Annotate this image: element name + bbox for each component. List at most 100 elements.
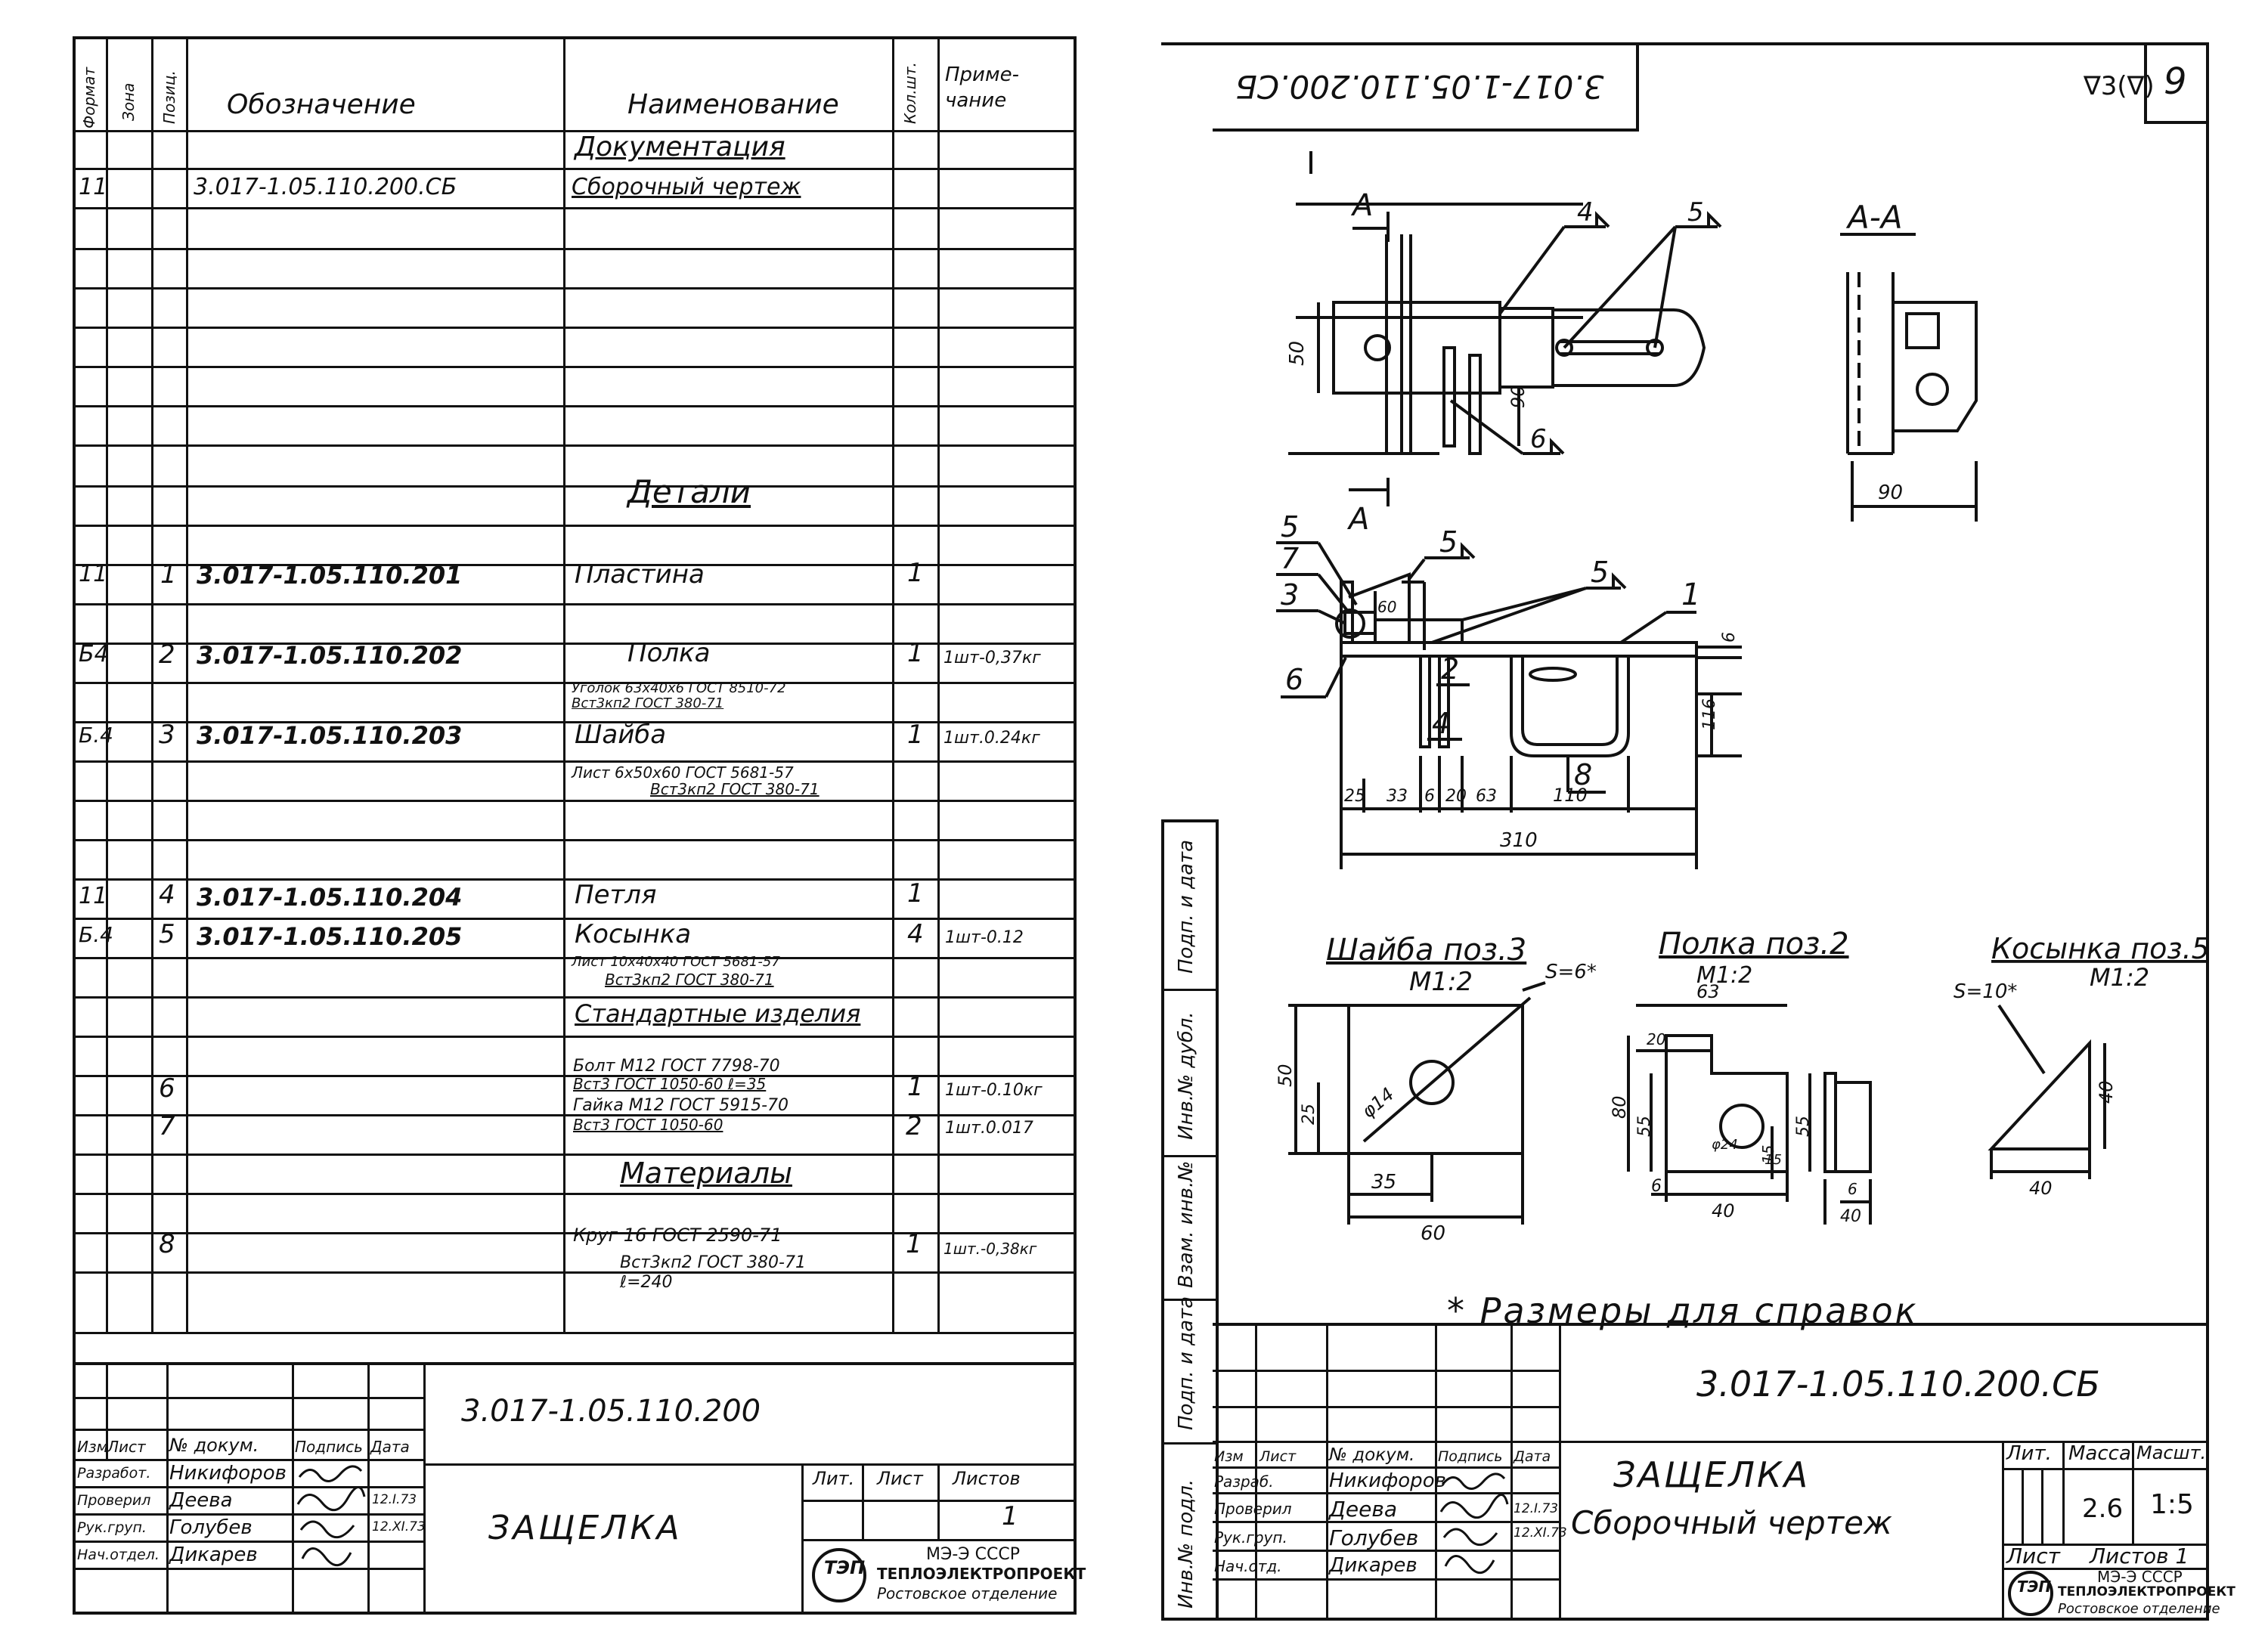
- svg-text:15: 15: [1765, 1152, 1782, 1168]
- section-materials: Материалы: [620, 1157, 792, 1190]
- row-designation: 3.017-1.05.110.203: [197, 721, 463, 750]
- svg-text:35: 35: [1371, 1171, 1396, 1194]
- drawing-stamp-masht: Масшт.: [2136, 1442, 2207, 1463]
- svg-text:6: 6: [1848, 1180, 1857, 1198]
- svg-text:5: 5: [1281, 510, 1299, 543]
- svg-text:63: 63: [1696, 981, 1720, 1002]
- signature-marks: [296, 1465, 366, 1566]
- row-format: 11: [79, 561, 108, 587]
- svg-text:Полка поз.2: Полка поз.2: [1659, 927, 1849, 961]
- stamp-listov-label: Листов: [953, 1468, 1021, 1489]
- row-qty: 1: [906, 1229, 922, 1259]
- stamp-col-sign: Подпись: [295, 1438, 363, 1456]
- header-name: Наименование: [627, 89, 839, 120]
- org-line3: Ростовское отделение: [2058, 1601, 2220, 1617]
- stamp-date: 12.XI.73: [1514, 1525, 1567, 1541]
- row-qty: 1: [907, 878, 924, 909]
- row-qty: 2: [906, 1111, 922, 1141]
- stamp-role: Нач.отдел.: [77, 1547, 160, 1563]
- row-qty: 4: [907, 919, 924, 949]
- svg-text:110: 110: [1553, 785, 1588, 806]
- svg-text:Косынка поз.5: Косынка поз.5: [1991, 932, 2206, 965]
- svg-text:55: 55: [1635, 1116, 1654, 1137]
- side-strip: Подп. и дата Инв.№ дубл. Взам. инв.№ Под…: [1161, 819, 1219, 1621]
- drawing-stamp-listov: Листов 1: [2090, 1544, 2189, 1568]
- sheet-number-box: 9: [2144, 45, 2209, 124]
- svg-text:40: 40: [1840, 1207, 1861, 1226]
- stamp-name: Голубев: [1329, 1525, 1419, 1550]
- row-name: Круг 16 ГОСТ 2590-71: [573, 1225, 782, 1246]
- section-standard: Стандартные изделия: [575, 999, 861, 1028]
- top-code-box: 3.017-1.05.110.200.СБ: [1213, 45, 1639, 132]
- svg-text:6: 6: [1424, 787, 1435, 806]
- row-qty: 1: [907, 720, 924, 750]
- org-line1: МЭ-Э СССР: [2097, 1568, 2183, 1586]
- section-details: Детали: [627, 473, 751, 510]
- stamp-col-doc: № докум.: [169, 1435, 259, 1456]
- row-pos: 4: [159, 880, 175, 910]
- row-pos: 1: [160, 559, 177, 590]
- row-subtext: Уголок 63х40х6 ГОСТ 8510-72: [572, 680, 786, 696]
- row-designation: 3.017-1.05.110.200.СБ: [194, 174, 457, 200]
- row-pos: 6: [159, 1073, 175, 1104]
- drawing-stamp-title: ЗАЩЕЛКА: [1613, 1454, 1811, 1495]
- svg-text:90: 90: [1878, 482, 1903, 504]
- stamp-name: Никифоров: [169, 1462, 287, 1485]
- stamp-listov-value: 1: [1002, 1501, 1018, 1531]
- header-qty: Кол.шт.: [901, 62, 919, 124]
- stamp-role: Проверил: [1214, 1500, 1292, 1518]
- svg-text:50: 50: [1286, 341, 1309, 366]
- roughness-mark: ∇3(∇): [2084, 71, 2155, 101]
- side-label: Подп. и дата: [1175, 839, 1198, 974]
- svg-text:А: А: [1350, 188, 1373, 223]
- stamp-col-list: Лист: [107, 1438, 146, 1456]
- svg-text:М1:2: М1:2: [1409, 967, 1473, 997]
- row-note: 1шт.0.24кг: [943, 729, 1040, 748]
- svg-text:4: 4: [1432, 707, 1450, 740]
- svg-text:М1:2: М1:2: [1696, 962, 1752, 989]
- svg-text:S=10*: S=10*: [1954, 980, 2017, 1003]
- row-note: 1шт.-0,38кг: [943, 1240, 1037, 1258]
- row-subtext: Лист 10х40х40 ГОСТ 5681-57: [572, 954, 780, 970]
- svg-text:40: 40: [2096, 1080, 2117, 1104]
- svg-text:90: 90: [1507, 385, 1529, 408]
- side-label: Подп. и дата: [1175, 1296, 1198, 1430]
- row-name: Шайба: [575, 720, 667, 750]
- svg-text:20: 20: [1647, 1030, 1665, 1048]
- svg-text:116: 116: [1700, 698, 1719, 730]
- row-name: Пластина: [575, 559, 705, 590]
- stamp-role: Рук.груп.: [77, 1519, 147, 1536]
- svg-text:8: 8: [1574, 758, 1592, 791]
- row-format: Б.4: [79, 922, 113, 947]
- row-name: Полка: [627, 638, 711, 668]
- header-format: Формат: [80, 67, 98, 129]
- svg-text:15: 15: [1759, 1145, 1777, 1164]
- header-note: Приме- чание: [945, 63, 1019, 112]
- row-designation: 3.017-1.05.110.205: [197, 922, 463, 951]
- row-format: 11: [79, 883, 108, 909]
- side-label: Инв.№ дубл.: [1175, 1011, 1198, 1140]
- row-qty: 1: [907, 1072, 924, 1102]
- drawing-title-block: 3.017-1.05.110.200.СБ ЗАЩЕЛКА Сборочный …: [1213, 1323, 2235, 1621]
- svg-text:60: 60: [1421, 1222, 1445, 1245]
- side-label: Инв.№ подл.: [1175, 1479, 1198, 1609]
- svg-text:ТЭП: ТЭП: [824, 1557, 865, 1578]
- stamp-date: 12.I.73: [1514, 1501, 1559, 1516]
- org-logo: ТЭП: [812, 1548, 866, 1602]
- svg-text:6: 6: [1285, 663, 1303, 696]
- svg-text:5: 5: [1439, 525, 1458, 559]
- row-subtext: Вст3 ГОСТ 1050-60 ℓ=35: [573, 1075, 767, 1093]
- stamp-name: Дикарев: [1329, 1554, 1418, 1577]
- svg-text:80: 80: [1609, 1095, 1630, 1119]
- row-pos: 3: [159, 720, 175, 750]
- row-note: 1шт.0.017: [945, 1119, 1033, 1138]
- stamp-lit-label: Лит.: [813, 1468, 855, 1489]
- header-designation: Обозначение: [227, 89, 416, 120]
- svg-text:20: 20: [1445, 787, 1467, 806]
- section-documentation: Документация: [575, 132, 785, 163]
- svg-text:60: 60: [1377, 598, 1396, 616]
- row-format: Б.4: [79, 723, 113, 748]
- row-format: Б4: [79, 641, 109, 667]
- svg-text:310: 310: [1500, 829, 1538, 852]
- stamp-col-izm: Изм: [77, 1438, 108, 1456]
